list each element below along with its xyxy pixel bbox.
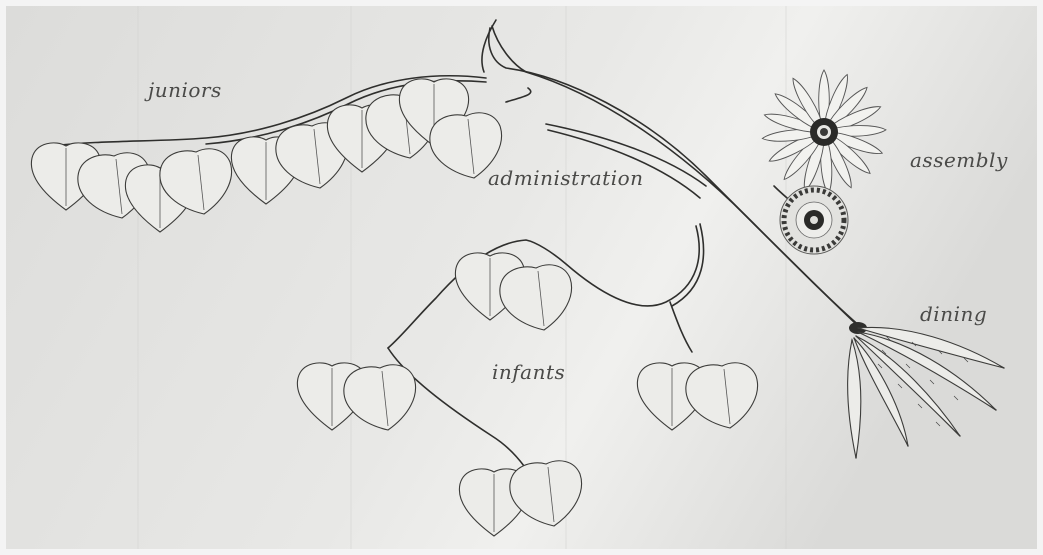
assembly-flower-large: [762, 70, 886, 194]
juniors-branch: [31, 76, 501, 232]
dining-pods: [848, 322, 1004, 458]
assembly-flower-small: [774, 186, 848, 254]
label-administration: administration: [488, 166, 644, 190]
label-dining: dining: [920, 302, 987, 326]
label-infants: infants: [492, 360, 565, 384]
drawing-sheet: juniors administration assembly dining i…: [6, 6, 1037, 549]
label-juniors: juniors: [148, 78, 222, 102]
label-assembly: assembly: [910, 148, 1008, 172]
